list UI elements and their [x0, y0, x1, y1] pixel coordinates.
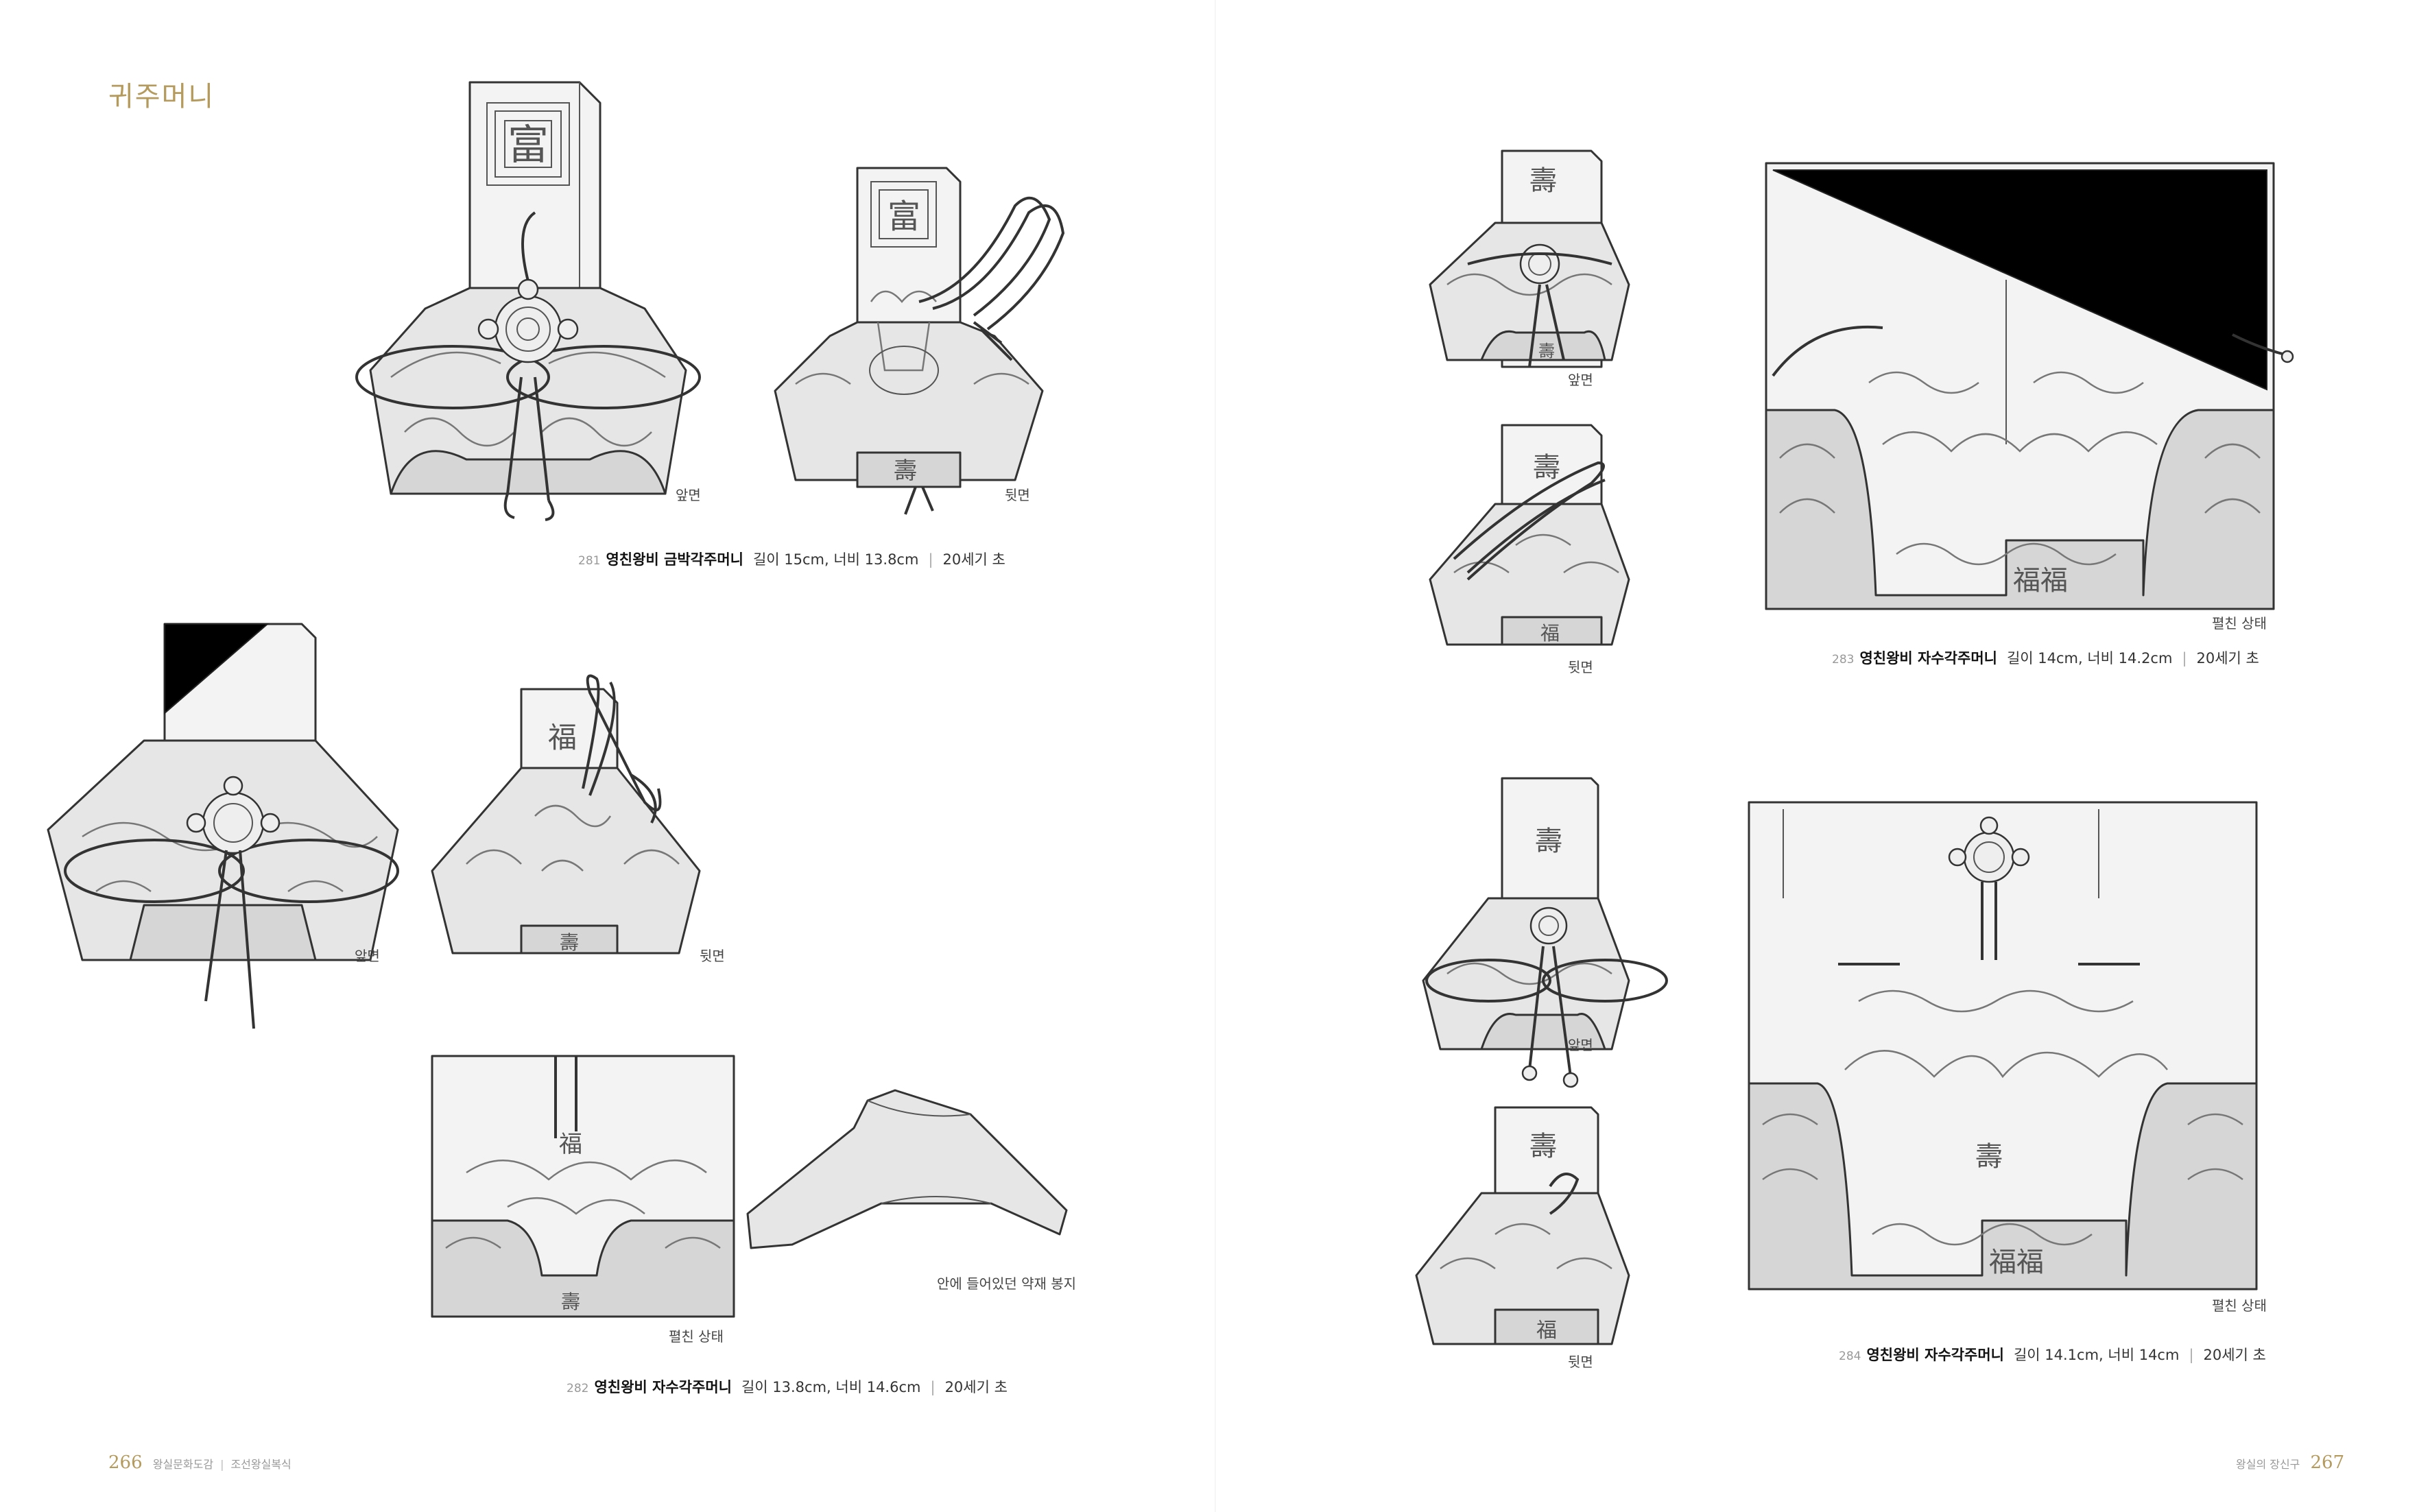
pouch-281-name: 영친왕비 금박각주머니 [606, 551, 743, 568]
svg-text:福福: 福福 [1989, 1247, 2044, 1278]
pouch-282-unfolded-label: 펼친 상태 [669, 1328, 724, 1345]
pouch-282-front-label: 앞면 [355, 948, 380, 964]
pouch-281-back-label: 뒷면 [1005, 487, 1030, 503]
pouch-283-back-illustration: 壽 福 [1429, 424, 1630, 646]
pouch-281-number: 281 [578, 554, 601, 568]
pouch-282-number: 282 [567, 1382, 589, 1395]
pouch-283-front-illustration: 壽 壽 [1429, 149, 1630, 368]
pouch-284-unfolded-label: 펼친 상태 [2212, 1297, 2267, 1314]
pouch-284-front-illustration: 壽 [1422, 777, 1668, 1088]
right-page-number: 267 [2310, 1452, 2345, 1473]
pouch-283-unfolded-illustration: 福福 [1765, 162, 2294, 610]
pouch-281-front-label: 앞면 [676, 487, 701, 503]
pouch-283-period: 20세기 초 [2196, 650, 2259, 667]
pouch-282-dimensions: 길이 13.8cm, 너비 14.6cm [741, 1379, 921, 1395]
left-book-title: 왕실문화도감 [152, 1458, 214, 1471]
svg-text:壽: 壽 [560, 931, 579, 954]
svg-text:壽: 壽 [1529, 165, 1557, 197]
pouch-282-front-illustration [47, 623, 399, 1029]
pouch-284-dimensions: 길이 14.1cm, 너비 14cm [2013, 1347, 2180, 1363]
pouch-282-period: 20세기 초 [944, 1379, 1008, 1395]
pouch-283-unfolded-label: 펼친 상태 [2212, 615, 2267, 632]
pouch-283-front-label: 앞면 [1568, 372, 1593, 388]
pouch-282-back-label: 뒷면 [700, 948, 725, 964]
svg-text:壽: 壽 [1975, 1141, 2003, 1173]
svg-text:壽: 壽 [1529, 1131, 1557, 1162]
pouch-283-back-label: 뒷면 [1568, 659, 1593, 675]
pouch-281-period: 20세기 초 [942, 551, 1005, 568]
svg-text:壽: 壽 [1538, 341, 1555, 361]
pouch-282-name: 영친왕비 자수각주머니 [594, 1379, 732, 1395]
right-page-footer: 왕실의 장신구 267 [2236, 1452, 2344, 1473]
pouch-284-unfolded-illustration: 壽 福福 [1748, 801, 2258, 1291]
pouch-284-back-label: 뒷면 [1568, 1354, 1593, 1370]
pouch-284-front-label: 앞면 [1568, 1037, 1593, 1053]
svg-text:富: 富 [888, 197, 920, 236]
pouch-283-number: 283 [1832, 653, 1855, 667]
pouch-284-number: 284 [1839, 1349, 1861, 1363]
svg-text:福福: 福福 [2013, 565, 2068, 597]
svg-text:福: 福 [548, 721, 577, 754]
right-running-head: 왕실의 장신구 [2236, 1458, 2300, 1471]
svg-text:壽: 壽 [894, 457, 917, 485]
svg-text:壽: 壽 [1535, 826, 1562, 857]
pouch-284-period: 20세기 초 [2203, 1347, 2266, 1363]
pouch-281-back-illustration: 富 壽 [774, 167, 1065, 515]
section-title: 귀주머니 [108, 81, 215, 112]
svg-text:壽: 壽 [561, 1291, 580, 1313]
left-page-number: 266 [108, 1452, 143, 1473]
svg-text:福: 福 [1540, 622, 1560, 645]
pouch-282-unfolded-illustration: 福 壽 [431, 1055, 735, 1318]
left-book-subtitle: 조선왕실복식 [230, 1458, 291, 1471]
herb-packet-illustration [746, 1089, 1068, 1249]
pouch-283-name: 영친왕비 자수각주머니 [1859, 650, 1997, 667]
svg-text:福: 福 [1536, 1319, 1557, 1343]
pouch-281-front-illustration: 富 [355, 81, 701, 521]
page-gutter [1215, 0, 1216, 1512]
left-page-footer: 266 왕실문화도감|조선왕실복식 [108, 1452, 291, 1473]
pouch-281-dimensions: 길이 15cm, 너비 13.8cm [752, 551, 919, 568]
svg-text:富: 富 [508, 121, 549, 169]
pouch-282-back-illustration: 福 壽 [431, 674, 701, 955]
svg-text:壽: 壽 [1533, 452, 1560, 483]
pouch-284-name: 영친왕비 자수각주머니 [1866, 1347, 2004, 1363]
pouch-284-back-illustration: 壽 福 [1415, 1106, 1630, 1345]
pouch-283-dimensions: 길이 14cm, 너비 14.2cm [2006, 650, 2173, 667]
svg-text:福: 福 [559, 1131, 582, 1158]
herb-packet-label: 안에 들어있던 약재 봉지 [937, 1275, 1077, 1292]
